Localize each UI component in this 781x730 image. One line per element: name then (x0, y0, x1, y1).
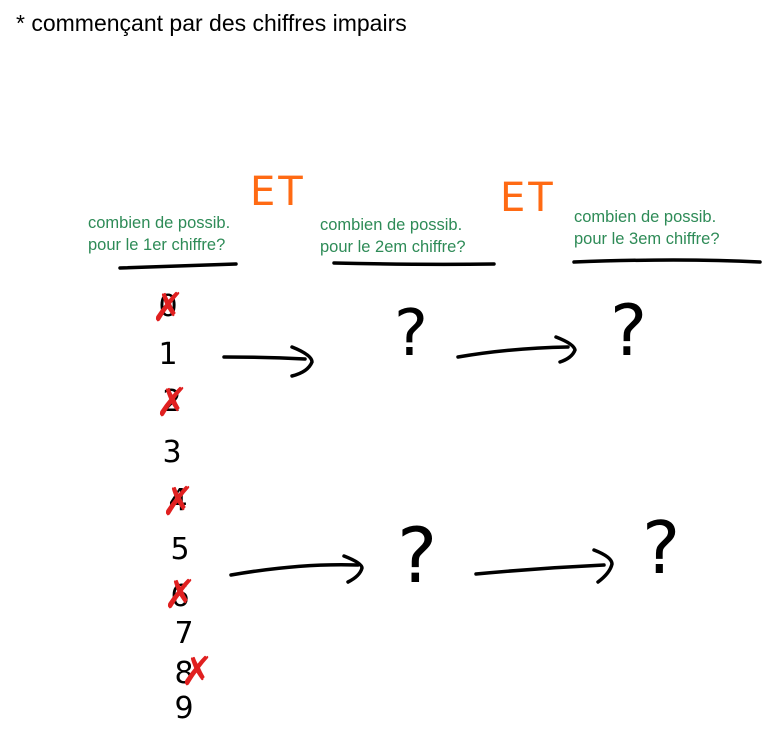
column-label-1: combien de possib. pour le 1er chiffre? (88, 212, 230, 256)
cross-mark-8: ✗ (180, 649, 214, 695)
cross-mark-6: ✗ (163, 572, 197, 618)
et-connector-1: ET (250, 169, 306, 215)
digit-2: 2 (162, 384, 182, 419)
digit-8: 8 (174, 656, 194, 691)
digit-1: 1 (158, 337, 178, 372)
arrow-3-shaft (229, 562, 360, 577)
column-label-2-line1: combien de possib. (320, 216, 463, 234)
et-connector-2: ET (500, 175, 556, 221)
digit-3: 3 (162, 435, 182, 470)
underline-3 (572, 258, 762, 264)
column-label-2: combien de possib. pour le 2em chiffre? (320, 214, 466, 258)
column-label-3-line2: pour le 3em chiffre? (574, 230, 720, 248)
underline-1 (118, 262, 238, 270)
question-mark-r2-c3: ? (642, 506, 681, 590)
cross-mark-2: ✗ (155, 380, 189, 426)
digit-5: 5 (170, 532, 190, 567)
question-mark-r2-c2: ? (397, 511, 438, 600)
question-mark-r1-c3: ? (610, 290, 648, 372)
arrow-1-head (290, 345, 314, 378)
digit-6: 6 (170, 579, 190, 614)
arrow-3-head (342, 554, 364, 584)
question-mark-r1-c2: ? (394, 297, 428, 371)
arrow-2-head (554, 335, 577, 364)
cross-mark-0: ✗ (151, 285, 185, 331)
digit-0: 0 (158, 289, 178, 324)
arrow-2-shaft (456, 345, 570, 359)
digit-4: 4 (168, 483, 188, 518)
page-title: * commençant par des chiffres impairs (16, 10, 407, 36)
column-label-3: combien de possib. pour le 3em chiffre? (574, 206, 720, 250)
column-label-1-line2: pour le 1er chiffre? (88, 236, 226, 254)
column-label-1-line1: combien de possib. (88, 214, 231, 232)
column-label-2-line2: pour le 2em chiffre? (320, 238, 466, 256)
underline-2 (332, 261, 496, 267)
digit-9: 9 (174, 691, 194, 726)
arrow-1-shaft (222, 355, 307, 361)
digit-7: 7 (174, 616, 194, 651)
column-label-3-line1: combien de possib. (574, 208, 717, 226)
cross-mark-4: ✗ (161, 479, 195, 525)
arrow-4-head (592, 548, 614, 584)
arrow-4-shaft (474, 563, 606, 576)
